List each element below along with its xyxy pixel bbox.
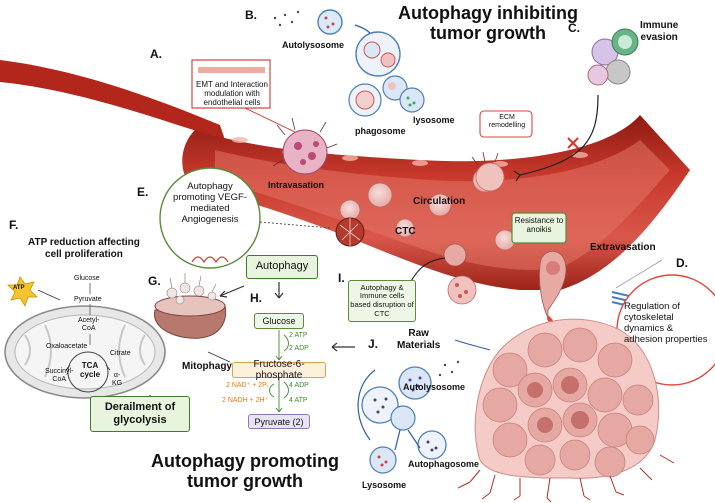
mitophagy-label: Mitophagy — [182, 361, 232, 372]
mito-acetyl-line2: CoA — [81, 325, 96, 333]
mito-akg-line2: KG — [112, 380, 123, 388]
mito-acetyl-line1: Acetyl- — [78, 317, 100, 324]
atp-reduction-line1: ATP reduction affecting — [28, 237, 140, 248]
immune-evasion-line1: Immune — [640, 20, 679, 31]
raw-materials-line1: Raw — [408, 328, 429, 339]
mitochondrion — [4, 305, 166, 399]
pyruvate-box: Pyruvate (2) — [248, 414, 310, 429]
header-promoting: Autophagy promoting tumor growth — [130, 451, 360, 492]
mito-succinyl-line2: CoA — [52, 376, 67, 384]
header-inhibiting-line2: tumor growth — [430, 22, 546, 43]
ecm-line1: ECM — [499, 114, 515, 121]
mito-akg-line1: α- — [113, 372, 121, 379]
atp2-label: 2 ATP — [289, 332, 308, 339]
small-vessel — [0, 60, 225, 140]
atp4-label: 4 ATP — [289, 397, 308, 404]
mito-succinyl-line1: Succinyl- — [45, 368, 74, 375]
resistance-anoikis-label: Resistance to anoikis — [514, 216, 564, 235]
angiogenesis-label: Autophagy promoting VEGF-mediated Angiog… — [173, 181, 247, 225]
panel-g-label: G. — [148, 274, 161, 288]
emt-label: EMT and Interaction modulation with endo… — [196, 80, 268, 108]
raw-materials-line2: Materials — [397, 339, 441, 351]
mito-pyruvate: Pyruvate — [74, 296, 102, 303]
glucose-box: Glucose — [254, 313, 304, 329]
autolysosome-bottom-label: Autolysosome — [403, 382, 466, 392]
panel-f-label: F. — [9, 218, 19, 232]
mito-citrate: Citrate — [110, 350, 131, 357]
f6p-box: Fructose-6-phosphate — [232, 359, 326, 381]
regulation-label: Regulation of cytoskeletal dynamics & ad… — [624, 301, 708, 345]
intravasation-tumor — [282, 129, 328, 175]
panel-a-label: A. — [150, 47, 162, 61]
immune-cells — [587, 28, 639, 86]
circulation-label: Circulation — [413, 196, 466, 207]
header-promoting-line1: Autophagy promoting — [151, 451, 339, 471]
extravasation-label: Extravasation — [590, 242, 656, 253]
mitophagy-cell — [154, 273, 227, 339]
ecm-remodelling-label: ECM remodelling — [484, 114, 530, 130]
panel-e-label: E. — [137, 185, 149, 199]
atp-burst — [7, 276, 38, 307]
raw-materials-label: Raw Materials — [397, 328, 440, 351]
panel-b-label: B. — [245, 8, 257, 22]
panel-c-label: C. — [568, 21, 580, 35]
mito-tca-line2: cycle — [80, 370, 101, 380]
ctc-label: CTC — [395, 226, 416, 237]
panel-j-label: J. — [368, 337, 379, 351]
header-inhibiting: Autophagy inhibiting tumor growth — [388, 3, 588, 44]
mito-tca-line1: TCA — [81, 361, 99, 370]
mito-oxaloacetate: Oxaloacetate — [46, 343, 88, 350]
header-promoting-line2: tumor growth — [187, 470, 303, 491]
adp2-label: 2 ADP — [289, 345, 309, 352]
intravasation-label: Intravasation — [268, 180, 325, 190]
immune-evasion-label: Immune evasion — [640, 20, 678, 43]
angiogenesis-circle — [159, 167, 261, 269]
atp-label: ATP — [13, 285, 25, 291]
immune-ctc-box: Autophagy & Immune cells based disruptio… — [348, 280, 416, 322]
autolysosome-top-label: Autolysosome — [282, 40, 345, 50]
autophagosome-label: Autophagosome — [408, 459, 479, 469]
autolysosome-top — [273, 9, 343, 35]
ctc-cluster — [335, 217, 365, 247]
panel-d-label: D. — [676, 256, 688, 270]
adp4-label: 4 ADP — [289, 382, 309, 389]
mito-glucose: Glucose — [74, 275, 100, 282]
lysosome-top-label: lysosome — [413, 115, 455, 125]
ecm-line2: remodelling — [488, 122, 526, 130]
lysosome-bottom-label: Lysosome — [362, 480, 407, 490]
derailment-box: Derailment of glycolysis — [90, 396, 190, 432]
autophagy-box: Autophagy — [246, 255, 318, 279]
atp-reduction-label: ATP reduction affecting cell proliferati… — [28, 237, 140, 260]
mito-tca-cycle: TCA cycle — [80, 361, 100, 379]
phagosome-label: phagosome — [355, 126, 406, 136]
autophagy-cycle — [357, 360, 460, 474]
immune-evasion-line2: evasion — [640, 31, 678, 43]
mito-succinyl-coa: Succinyl- CoA — [45, 368, 73, 384]
tumor-mass — [457, 318, 675, 503]
nad-label: 2 NAD⁺ + 2Pᵢ — [226, 382, 268, 389]
mito-akg: α- KG — [112, 372, 122, 388]
nadh-label: 2 NADH + 2H⁺ — [222, 397, 269, 404]
panel-h-label: H. — [250, 291, 262, 305]
panel-i-label: I. — [338, 271, 345, 285]
header-inhibiting-line1: Autophagy inhibiting — [398, 3, 578, 23]
mito-acetyl-coa: Acetyl- CoA — [78, 317, 99, 333]
atp-reduction-line2: cell proliferation — [45, 248, 123, 260]
